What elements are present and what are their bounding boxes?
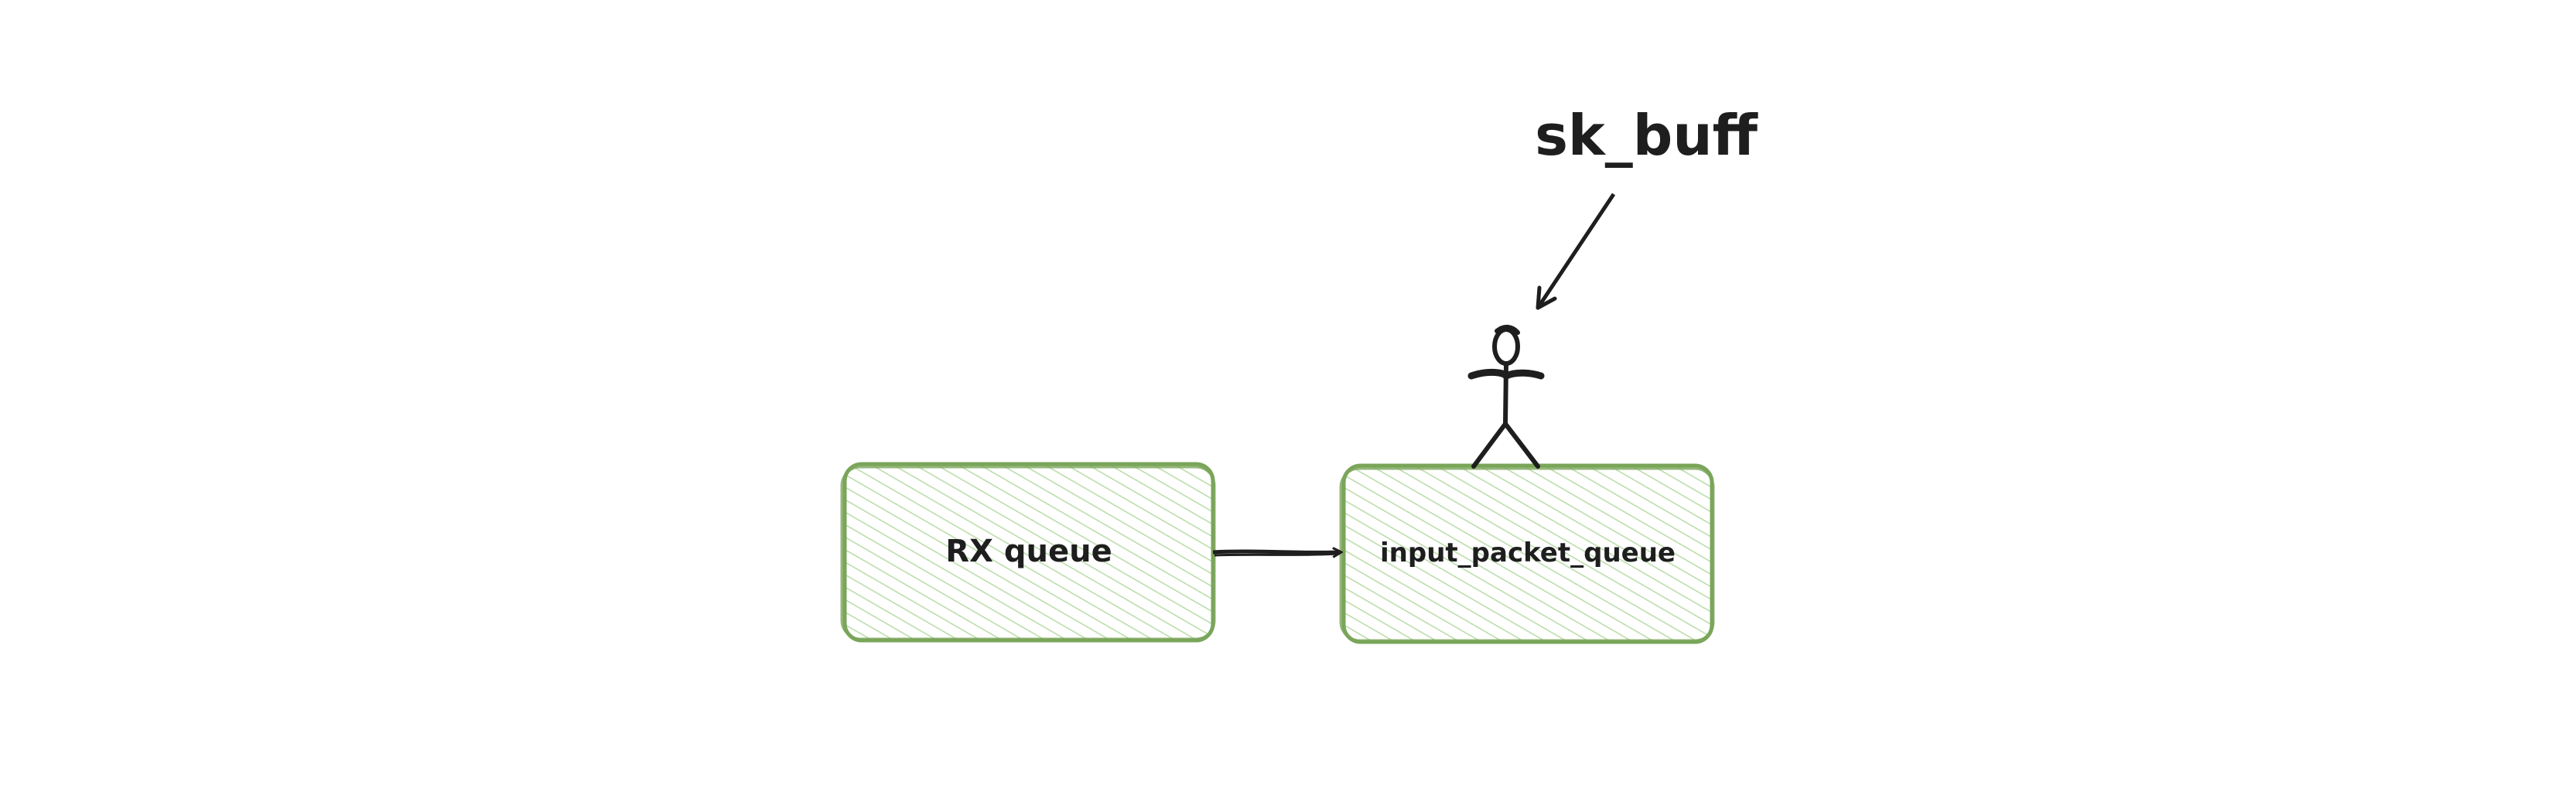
input-packet-queue-node[interactable]: input_packet_queue — [1339, 463, 1715, 644]
stick-figure-icon — [1467, 325, 1545, 469]
sk-buff-label: sk_buff — [1535, 103, 1758, 168]
rx-queue-label: RX queue — [945, 534, 1112, 569]
rx-to-ipq-arrow — [1212, 551, 1341, 555]
rx-queue-node[interactable]: RX queue — [840, 462, 1216, 643]
input-packet-queue-box — [1341, 463, 1714, 644]
input-packet-queue-label: input_packet_queue — [1380, 538, 1676, 568]
sk-buff-arrow — [1536, 193, 1616, 310]
